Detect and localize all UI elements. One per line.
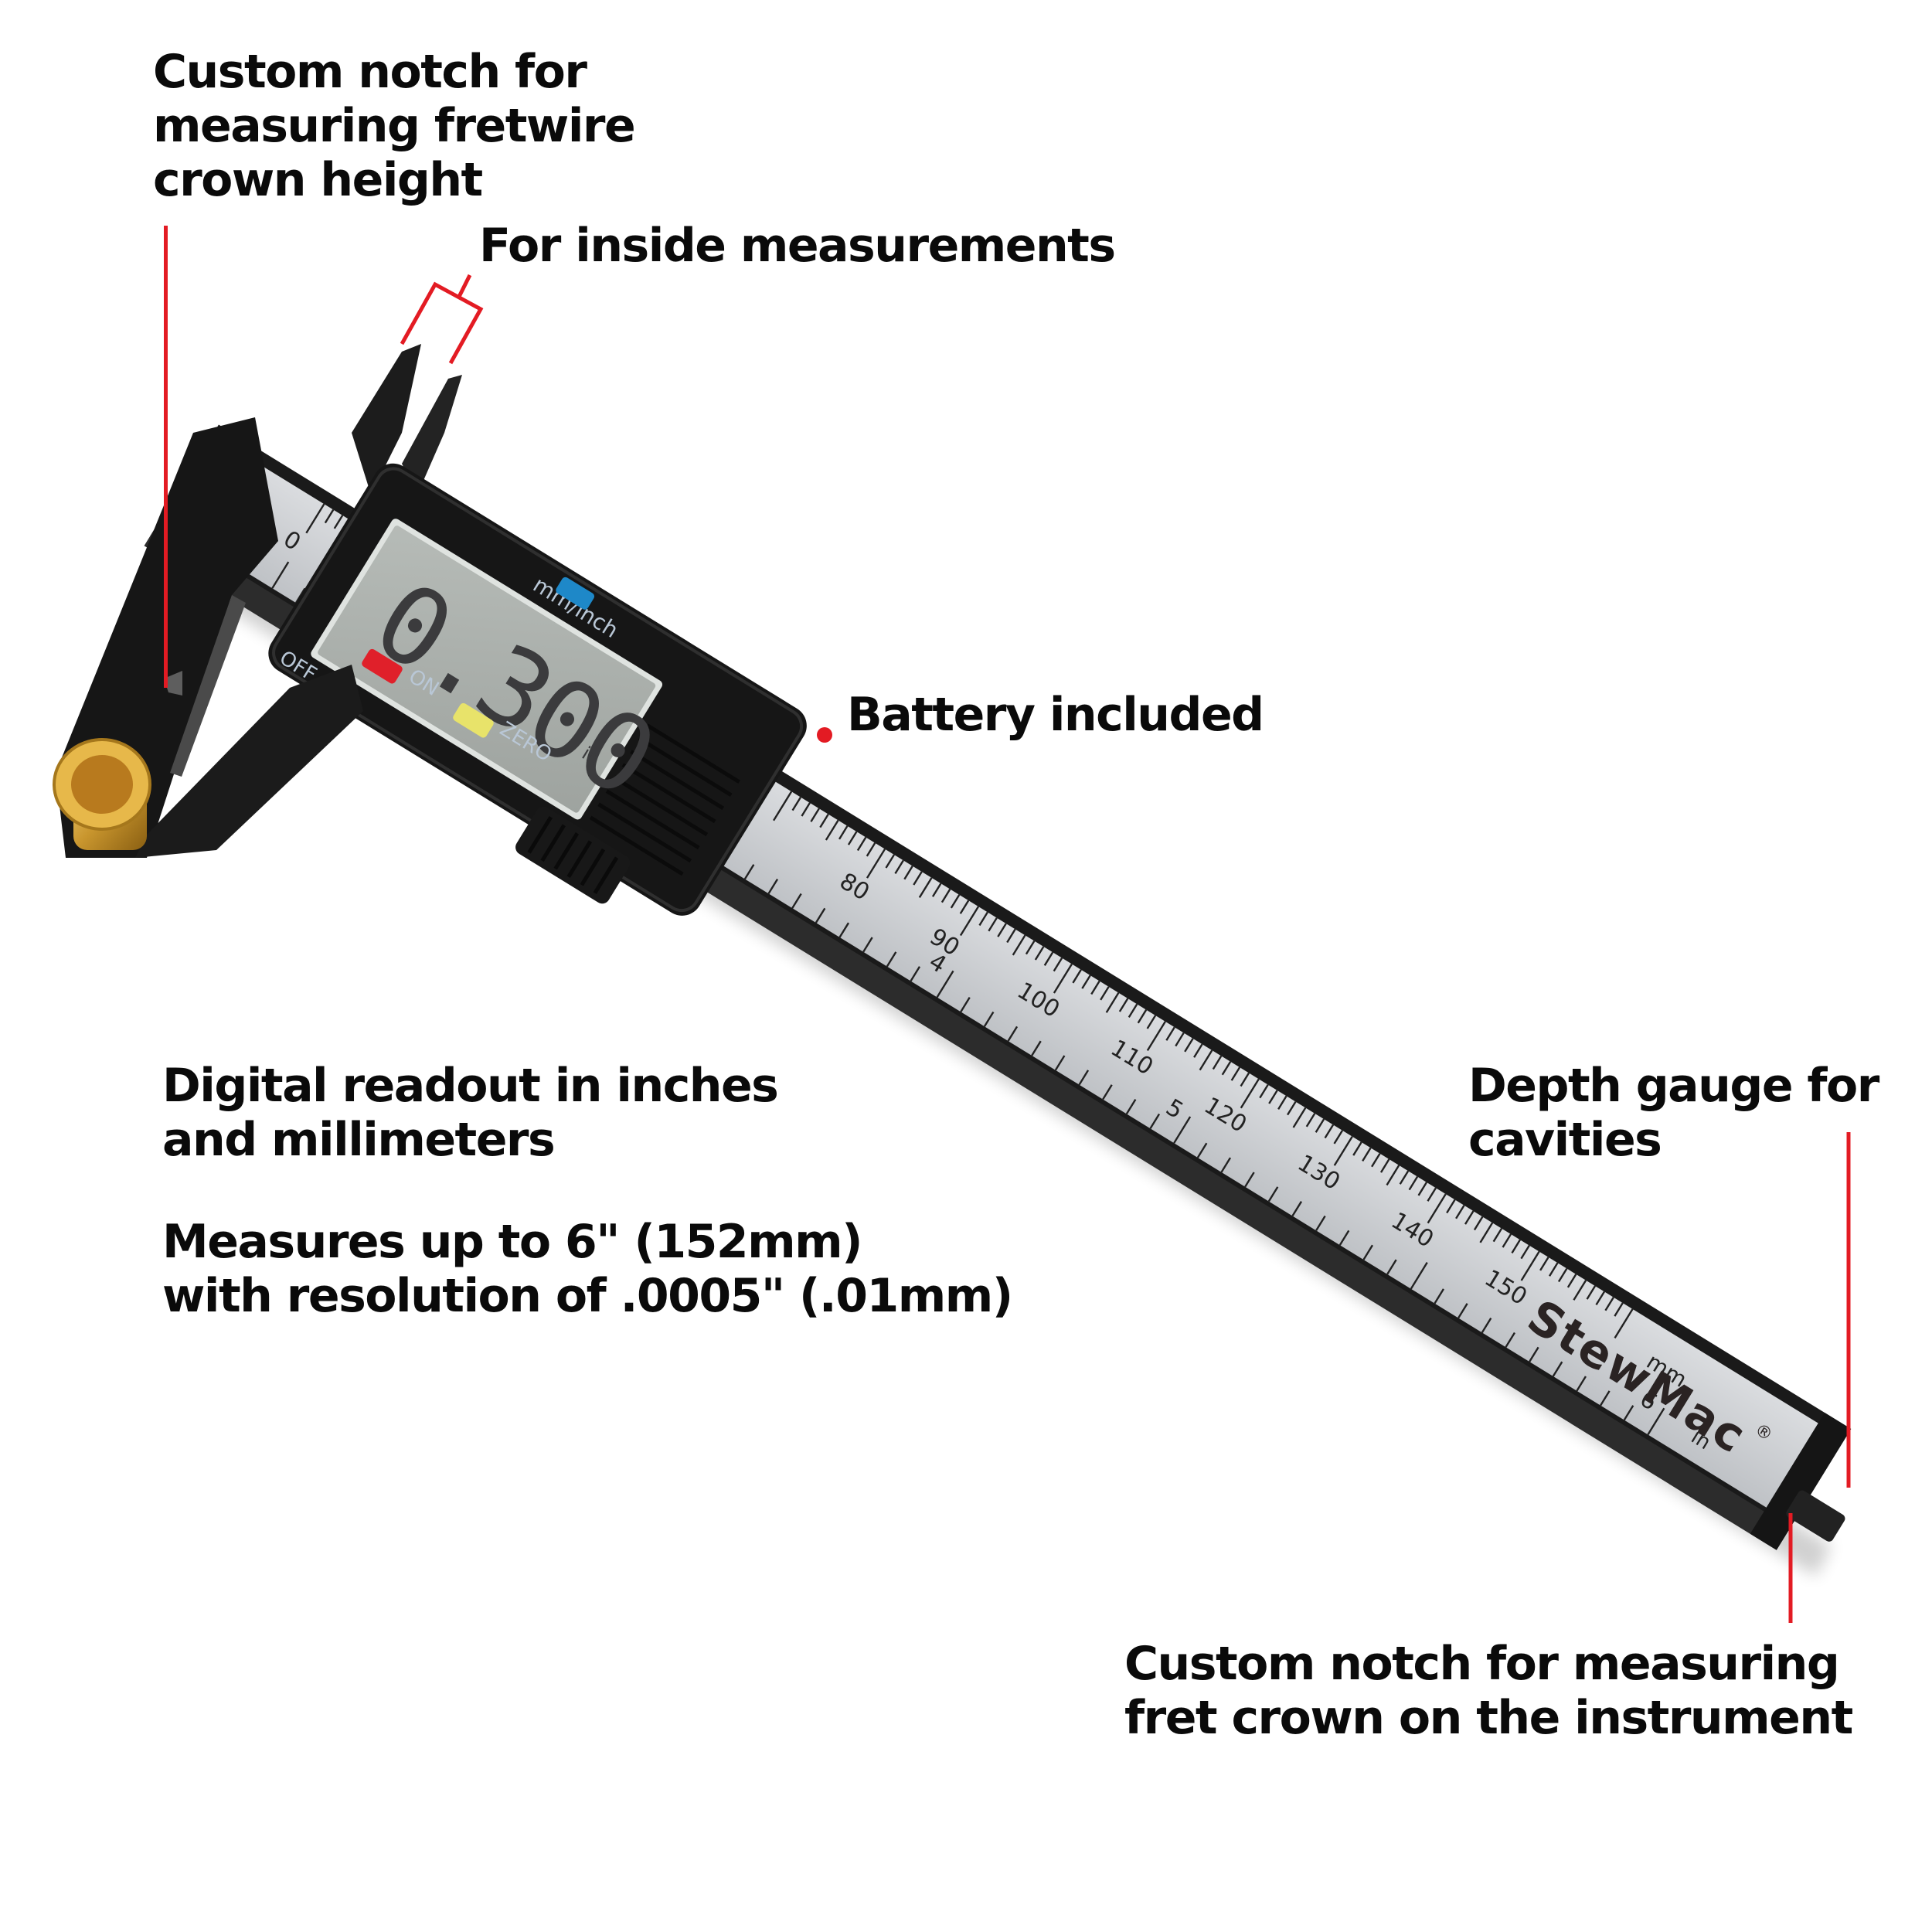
callout-line: fret crown on the instrument: [1124, 1691, 1853, 1745]
callout-line: Digital readout in inches: [162, 1059, 779, 1113]
leader-line-fretwire-notch: [164, 226, 168, 688]
callout-line: and millimeters: [162, 1113, 556, 1167]
callout-line: Measures up to 6" (152mm): [162, 1215, 863, 1269]
inside-jaw-sliding: [402, 375, 462, 495]
power-button[interactable]: [360, 648, 403, 685]
zero-button[interactable]: [451, 702, 495, 739]
callout-inside-measurements: For inside measurements: [479, 219, 1116, 273]
mm-inch-toggle-button[interactable]: [554, 576, 595, 611]
callout-fretwire-notch: Custom notch for measuring fretwire crow…: [153, 45, 636, 207]
inside-jaw-fixed: [352, 344, 421, 495]
callout-range-resolution: Measures up to 6" (152mm) with resolutio…: [162, 1215, 1013, 1323]
depth-gauge-rod: [1786, 1490, 1845, 1542]
callout-fret-crown-notch: Custom notch for measuring fret crown on…: [1124, 1637, 1853, 1745]
callout-line: Depth gauge for: [1468, 1059, 1879, 1113]
callout-digital-readout: Digital readout in inches and millimeter…: [162, 1059, 779, 1167]
battery-callout-dot: [817, 727, 832, 743]
callout-line: cavities: [1468, 1113, 1662, 1167]
sliding-outside-jaw: [135, 665, 363, 858]
callout-depth-gauge: Depth gauge for cavities: [1468, 1059, 1879, 1167]
callout-line: Custom notch for: [153, 45, 587, 99]
lcd-screen: [318, 526, 656, 813]
callout-line: measuring fretwire: [153, 99, 636, 153]
fretwire-notch: [164, 671, 182, 696]
callout-line: Battery included: [847, 688, 1264, 742]
brass-bushing: [53, 738, 151, 850]
callout-line: Custom notch for measuring: [1124, 1637, 1840, 1691]
callout-line: with resolution of .0005" (.01mm): [162, 1269, 1013, 1323]
callout-battery-included: Battery included: [847, 688, 1264, 742]
callout-line: crown height: [153, 153, 483, 207]
callout-line: For inside measurements: [479, 219, 1116, 273]
sliding-head: 0.300 in mm/inch OFF: [268, 463, 807, 916]
